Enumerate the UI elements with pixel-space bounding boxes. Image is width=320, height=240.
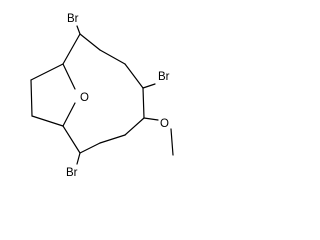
atom-label-o-bridge: O [80,92,89,104]
bond-c1-c2 [62,33,81,65]
bond-c5-c6 [142,87,145,119]
bond-c9-br-bottom [76,152,81,165]
structure-diagram: Br Br Br O O [30,13,174,179]
label-layer: Br Br Br O O [66,13,170,179]
bond-c6-c7 [124,117,145,136]
atom-label-br-right: Br [158,71,170,83]
bond-c12-c1 [30,63,64,81]
bond-c10-c11 [31,115,64,127]
bond-c6-o-methoxy [143,117,159,121]
bond-c7-c8 [99,134,126,144]
bond-c2-br-top [76,25,81,35]
bond-c3-c4 [99,49,126,65]
bond-o-methoxy-ch3 [170,128,174,156]
bond-o-bridge-c10 [62,102,76,127]
bond-c1-o-bridge [62,63,76,90]
atom-label-o-methoxy: O [160,118,169,130]
bond-c4-c5 [124,63,144,89]
bond-c8-c9 [79,142,101,154]
bond-c5-br-right [142,83,156,89]
atom-label-br-bottom: Br [66,167,78,179]
bond-c2-c3 [79,33,101,51]
bond-layer [30,25,174,165]
bond-c9-c10 [62,125,81,154]
bond-c11-c12 [30,79,33,117]
atom-label-br-top: Br [67,13,79,25]
